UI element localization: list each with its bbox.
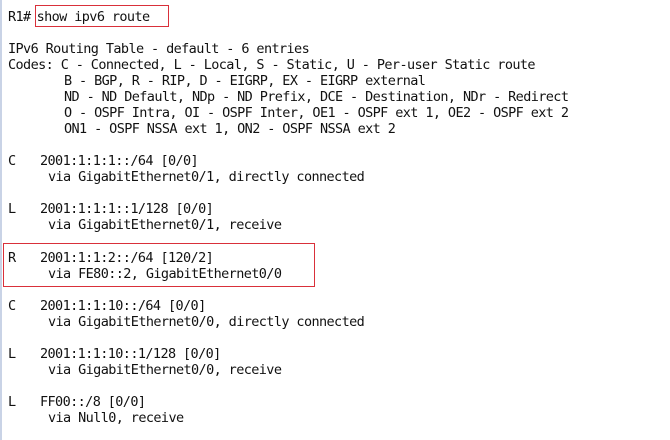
codes-legend-line-2: B - BGP, R - RIP, D - EIGRP, EX - EIGRP … (64, 73, 426, 89)
command-highlight-box (35, 5, 169, 27)
codes-legend-line-5: ON1 - OSPF NSSA ext 1, ON2 - OSPF NSSA e… (64, 121, 396, 137)
route-entry: C 2001:1:1:1::/64 [0/0] (8, 153, 199, 169)
rip-route-highlight-box (3, 243, 315, 287)
route-next-hop: via GigabitEthernet0/0, receive (48, 362, 282, 378)
route-next-hop: via GigabitEthernet0/1, receive (48, 217, 282, 233)
codes-legend-line-3: ND - ND Default, NDp - ND Prefix, DCE - … (64, 89, 569, 105)
route-code: C (8, 153, 16, 169)
codes-legend-line-1: Codes: C - Connected, L - Local, S - Sta… (8, 57, 536, 73)
route-entry: L FF00::/8 [0/0] (8, 394, 146, 410)
route-entry: L 2001:1:1:1::1/128 [0/0] (8, 201, 214, 217)
route-prefix: 2001:1:1:10::/64 [0/0] (40, 298, 206, 314)
route-prefix: FF00::/8 [0/0] (40, 394, 146, 410)
route-prefix: 2001:1:1:1::1/128 [0/0] (40, 201, 214, 217)
route-code: C (8, 298, 16, 314)
route-code: L (8, 394, 16, 410)
prompt-hostname: R1# (8, 9, 31, 25)
command-text: show ipv6 route (36, 9, 151, 25)
route-entry-rip: R 2001:1:1:2::/64 [120/2] (8, 250, 214, 266)
command-prompt-line: R1# show ipv6 route (8, 9, 150, 25)
route-prefix: 2001:1:1:1::/64 [0/0] (40, 153, 199, 169)
codes-legend-line-4: O - OSPF Intra, OI - OSPF Inter, OE1 - O… (64, 105, 569, 121)
route-entry: L 2001:1:1:10::1/128 [0/0] (8, 346, 221, 362)
route-next-hop: via GigabitEthernet0/0, directly connect… (48, 314, 365, 330)
route-prefix: 2001:1:1:10::1/128 [0/0] (40, 346, 221, 362)
routing-table-title: IPv6 Routing Table - default - 6 entries (8, 41, 310, 57)
route-code: L (8, 346, 16, 362)
route-code: L (8, 201, 16, 217)
route-entry: C 2001:1:1:10::/64 [0/0] (8, 298, 206, 314)
route-next-hop: via Null0, receive (48, 410, 184, 426)
route-next-hop: via FE80::2, GigabitEthernet0/0 (48, 266, 282, 282)
route-code: R (8, 250, 16, 266)
route-next-hop: via GigabitEthernet0/1, directly connect… (48, 169, 365, 185)
route-prefix: 2001:1:1:2::/64 [120/2] (40, 250, 214, 266)
